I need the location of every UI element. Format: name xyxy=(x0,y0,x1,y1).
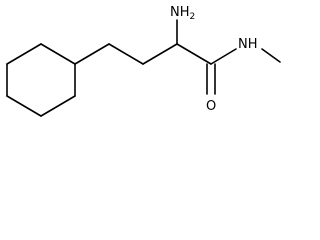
carbonyl-oxygen-label: O xyxy=(206,99,216,114)
ring-bond xyxy=(40,43,76,65)
methyl-bond xyxy=(261,48,281,63)
ring-bond xyxy=(40,95,76,117)
amide-bond xyxy=(210,48,237,65)
ring-bond xyxy=(6,95,42,117)
ring-bond xyxy=(6,43,42,65)
chain-bond xyxy=(176,43,212,65)
molecule-drawing: NH2 NH O xyxy=(6,5,281,117)
structure-diagram: NH2 NH O xyxy=(0,0,285,133)
amine-label: NH2 xyxy=(170,5,195,22)
chain-bond xyxy=(142,43,178,65)
chain-bond xyxy=(74,43,110,65)
amide-nitrogen-label: NH xyxy=(238,37,258,52)
chain-bond xyxy=(108,43,144,65)
cyclohexane-ring xyxy=(6,43,76,117)
